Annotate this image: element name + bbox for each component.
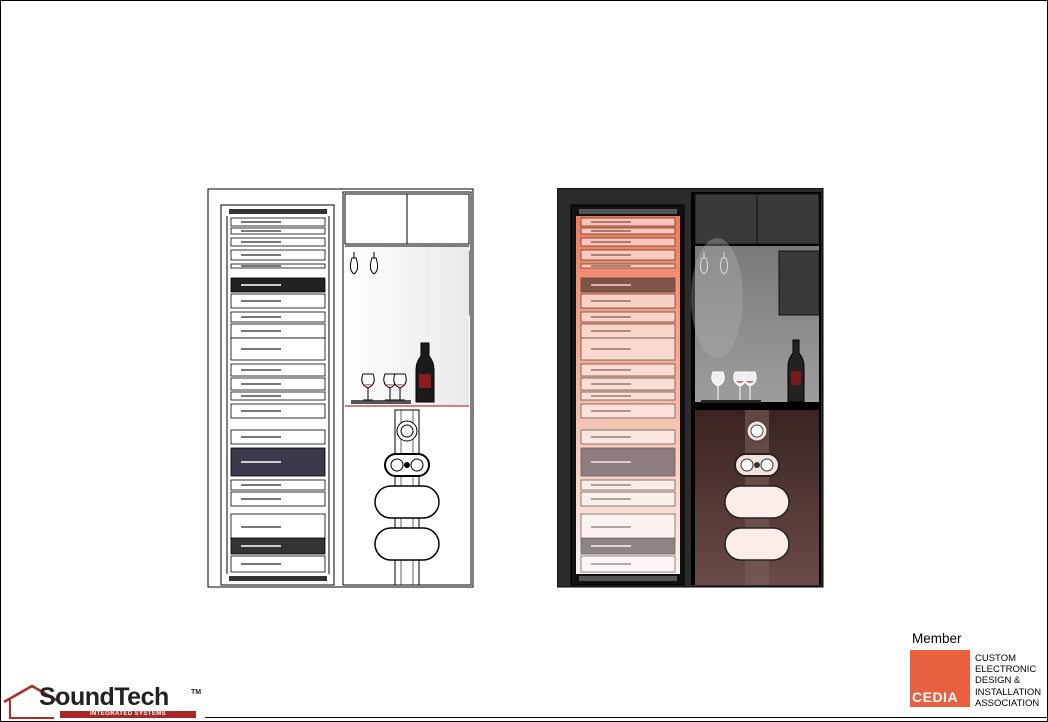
cedia-description-line: ELECTRONIC	[975, 664, 1037, 676]
rack-unit-detail	[591, 230, 631, 232]
wine-bottle-icon	[415, 342, 435, 403]
soundtech-tagline: INTEGRATED SYSTEMS	[60, 711, 196, 718]
rack-unit-detail	[241, 563, 281, 565]
cedia-member-label: Member	[912, 631, 962, 646]
soundtech-brand-name: SoundTech	[39, 683, 169, 711]
rack-unit-detail	[241, 498, 281, 500]
rack-unit-detail	[591, 484, 631, 486]
rack-unit-detail	[241, 330, 281, 332]
rack-unit-detail	[241, 410, 281, 412]
speaker-icon	[374, 420, 440, 561]
wine-bottle-icon	[787, 339, 805, 403]
wine-glass-icon	[711, 371, 757, 400]
rack-unit-detail	[241, 230, 281, 232]
rack-unit-detail	[591, 383, 631, 385]
wine-glass-icon	[349, 252, 379, 275]
cedia-description: CUSTOM ELECTRONIC DESIGN & INSTALLATION …	[975, 653, 1041, 709]
speaker-icon	[724, 420, 790, 561]
cedia-description-line: INSTALLATION	[975, 686, 1042, 698]
cabinet-elevation-rendered	[557, 188, 824, 588]
rack-unit-detail	[241, 284, 281, 286]
rack-unit-detail	[591, 461, 631, 463]
soundtech-trademark: TM	[191, 689, 202, 696]
rack-unit-detail	[241, 221, 281, 223]
rack-unit-detail	[591, 395, 631, 397]
cedia-logo-text: CEDIA	[912, 689, 959, 705]
rack-unit-detail	[591, 436, 631, 438]
rack-unit-detail	[241, 526, 281, 528]
rack-unit-detail	[241, 484, 281, 486]
rack-unit-detail	[241, 316, 281, 318]
rack-unit-detail	[241, 383, 281, 385]
rack-unit-detail	[241, 241, 281, 243]
wine-glass-icon	[361, 373, 407, 401]
rack-unit-detail	[591, 221, 631, 223]
rack-unit-detail	[591, 348, 631, 350]
title-block-line	[205, 717, 1048, 718]
rack-unit-detail	[591, 545, 631, 547]
rack-unit-detail	[591, 284, 631, 286]
rack-unit-detail	[591, 241, 631, 243]
rack-unit-detail	[241, 369, 281, 371]
rack-unit-detail	[591, 498, 631, 500]
rack-unit-detail	[241, 265, 281, 267]
rack-unit-detail	[591, 410, 631, 412]
cedia-description-line: ASSOCIATION	[975, 697, 1040, 709]
cabinet-elevation-line-drawing	[207, 188, 474, 588]
equipment-rack-icon	[570, 204, 685, 586]
house-outline-icon	[3, 684, 61, 719]
rack-unit-detail	[241, 436, 281, 438]
rack-unit-detail	[591, 330, 631, 332]
rack-unit-detail	[241, 395, 281, 397]
rack-unit-detail	[241, 348, 281, 350]
rack-unit-detail	[591, 563, 631, 565]
rack-unit-detail	[591, 316, 631, 318]
rack-unit-detail	[591, 300, 631, 302]
cedia-logo: CEDIA	[910, 650, 970, 707]
rack-unit-detail	[241, 545, 281, 547]
wine-glass-icon	[699, 252, 729, 275]
equipment-rack-icon	[220, 204, 335, 586]
rack-unit-detail	[591, 265, 631, 267]
rack-unit-detail	[591, 254, 631, 256]
rack-unit-detail	[241, 461, 281, 463]
cedia-description-line: DESIGN &	[975, 675, 1021, 687]
rack-unit-detail	[241, 254, 281, 256]
rack-unit-detail	[591, 526, 631, 528]
rack-unit-detail	[241, 300, 281, 302]
cedia-description-line: CUSTOM	[975, 653, 1016, 664]
rack-unit-detail	[591, 369, 631, 371]
